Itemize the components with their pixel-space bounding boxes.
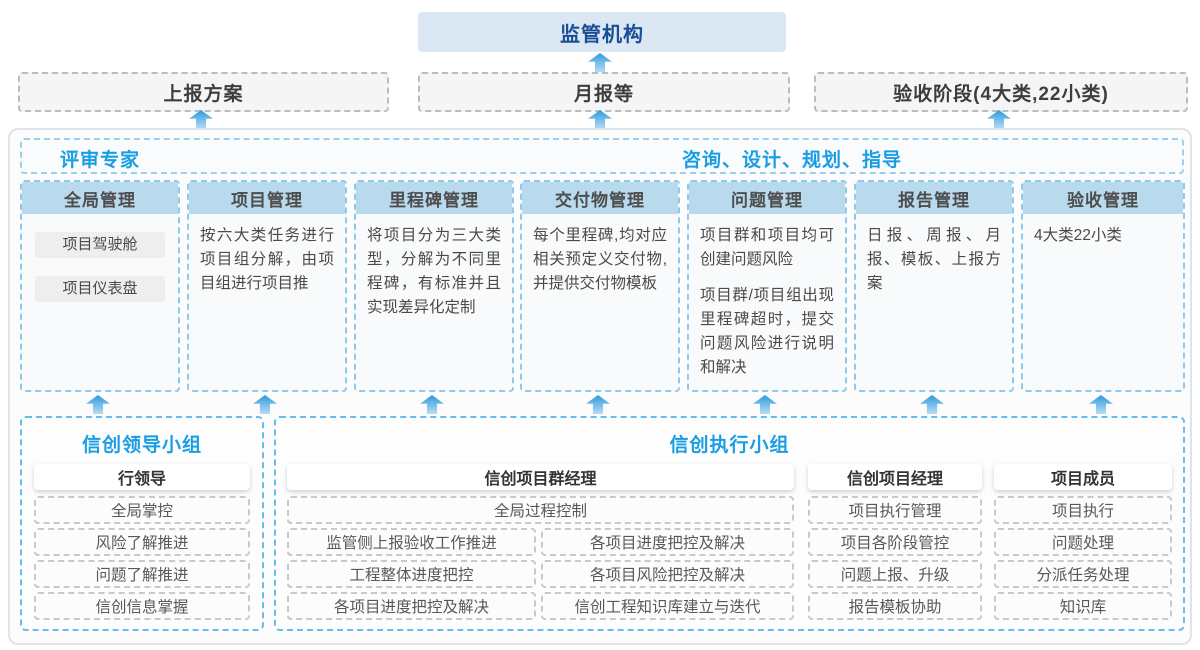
column-header: 验收管理 (1023, 182, 1183, 214)
column-issue-mgmt: 问题管理 项目群和项目均可创建问题风险 项目群/项目组出现里程碑超时，提交问题风… (687, 180, 847, 392)
pm-item: 问题上报、升级 (808, 560, 982, 588)
leadership-group: 信创领导小组 行领导 全局掌控 风险了解推进 问题了解推进 信创信息掌握 (20, 416, 264, 631)
member-item: 分派任务处理 (994, 560, 1172, 588)
up-arrow-icon (920, 395, 944, 414)
up-arrow-icon (189, 110, 213, 129)
member-item: 问题处理 (994, 528, 1172, 556)
column-header: 问题管理 (689, 182, 845, 214)
column-text: 日报、周报、月报、模板、上报方案 (867, 227, 1001, 293)
column-deliverable-mgmt: 交付物管理 每个里程碑,均对应相关预定义交付物,并提供交付物模板 (520, 180, 680, 392)
pgm-item: 各项目进度把控及解决 (287, 592, 536, 620)
chip-project-cockpit: 项目驾驶舱 (35, 232, 165, 258)
member-item: 知识库 (994, 592, 1172, 620)
role-bank-leaders: 行领导 (34, 464, 250, 490)
column-header: 交付物管理 (522, 182, 678, 214)
leadership-group-title: 信创领导小组 (81, 435, 202, 456)
pm-item: 报告模板协助 (808, 592, 982, 620)
review-experts-label: 评审专家 (60, 150, 141, 171)
pgm-item: 各项目进度把控及解决 (541, 528, 794, 556)
consulting-label: 咨询、设计、规划、指导 (682, 150, 903, 171)
executive-group-title: 信创执行小组 (669, 435, 790, 456)
up-arrow-icon (1089, 395, 1113, 414)
platform-container: 评审专家 咨询、设计、规划、指导 全局管理 项目驾驶舱 项目仪表盘 项目管理 按… (8, 128, 1192, 645)
up-arrow-icon (987, 110, 1011, 129)
up-arrow-icon (86, 395, 110, 414)
lead-item: 信创信息掌握 (34, 592, 250, 620)
role-program-manager: 信创项目群经理 (287, 464, 794, 490)
member-item: 项目执行 (994, 496, 1172, 524)
column-header: 里程碑管理 (356, 182, 512, 214)
report-box-acceptance: 验收阶段(4大类,22小类) (814, 72, 1188, 112)
pgm-item-full: 全局过程控制 (287, 496, 794, 524)
column-text: 每个里程碑,均对应相关预定义交付物,并提供交付物模板 (533, 227, 667, 293)
column-text: 4大类22小类 (1034, 227, 1122, 244)
column-project-mgmt: 项目管理 按六大类任务进行项目组分解，由项目组进行项目推 (187, 180, 347, 392)
column-text: 按六大类任务进行项目组分解，由项目组进行项目推 (200, 227, 334, 293)
regulator-box: 监管机构 (418, 12, 786, 52)
lead-item: 全局掌控 (34, 496, 250, 524)
pgm-item: 监管侧上报验收工作推进 (287, 528, 536, 556)
role-project-manager: 信创项目经理 (808, 464, 982, 490)
column-header: 报告管理 (856, 182, 1012, 214)
column-report-mgmt: 报告管理 日报、周报、月报、模板、上报方案 (854, 180, 1014, 392)
column-acceptance-mgmt: 验收管理 4大类22小类 (1021, 180, 1185, 392)
executive-group: 信创执行小组 信创项目群经理 全局过程控制 监管侧上报验收工作推进 工程整体进度… (274, 416, 1185, 631)
column-text: 项目群和项目均可创建问题风险 (700, 227, 834, 269)
up-arrow-icon (588, 110, 612, 129)
chip-project-dashboard: 项目仪表盘 (35, 276, 165, 302)
column-header: 全局管理 (22, 182, 178, 214)
lead-item: 问题了解推进 (34, 560, 250, 588)
column-header: 项目管理 (189, 182, 345, 214)
pgm-item: 信创工程知识库建立与迭代 (541, 592, 794, 620)
up-arrow-icon (253, 395, 277, 414)
column-text: 项目群/项目组出现里程碑超时，提交问题风险进行说明和解决 (700, 287, 834, 377)
pm-item: 项目各阶段管控 (808, 528, 982, 556)
advisors-strip: 评审专家 咨询、设计、规划、指导 (20, 138, 1184, 174)
pgm-item: 各项目风险把控及解决 (541, 560, 794, 588)
up-arrow-icon (420, 395, 444, 414)
lead-item: 风险了解推进 (34, 528, 250, 556)
up-arrow-icon (586, 395, 610, 414)
column-text: 将项目分为三大类型，分解为不同里程碑，有标准并且实现差异化定制 (367, 227, 501, 317)
column-global-mgmt: 全局管理 项目驾驶舱 项目仪表盘 (20, 180, 180, 392)
pm-item: 项目执行管理 (808, 496, 982, 524)
report-box-plan: 上报方案 (18, 72, 389, 112)
column-milestone-mgmt: 里程碑管理 将项目分为三大类型，分解为不同里程碑，有标准并且实现差异化定制 (354, 180, 514, 392)
report-box-monthly: 月报等 (418, 72, 790, 112)
pgm-item: 工程整体进度把控 (287, 560, 536, 588)
role-project-member: 项目成员 (994, 464, 1172, 490)
up-arrow-icon (588, 53, 612, 72)
up-arrow-icon (753, 395, 777, 414)
